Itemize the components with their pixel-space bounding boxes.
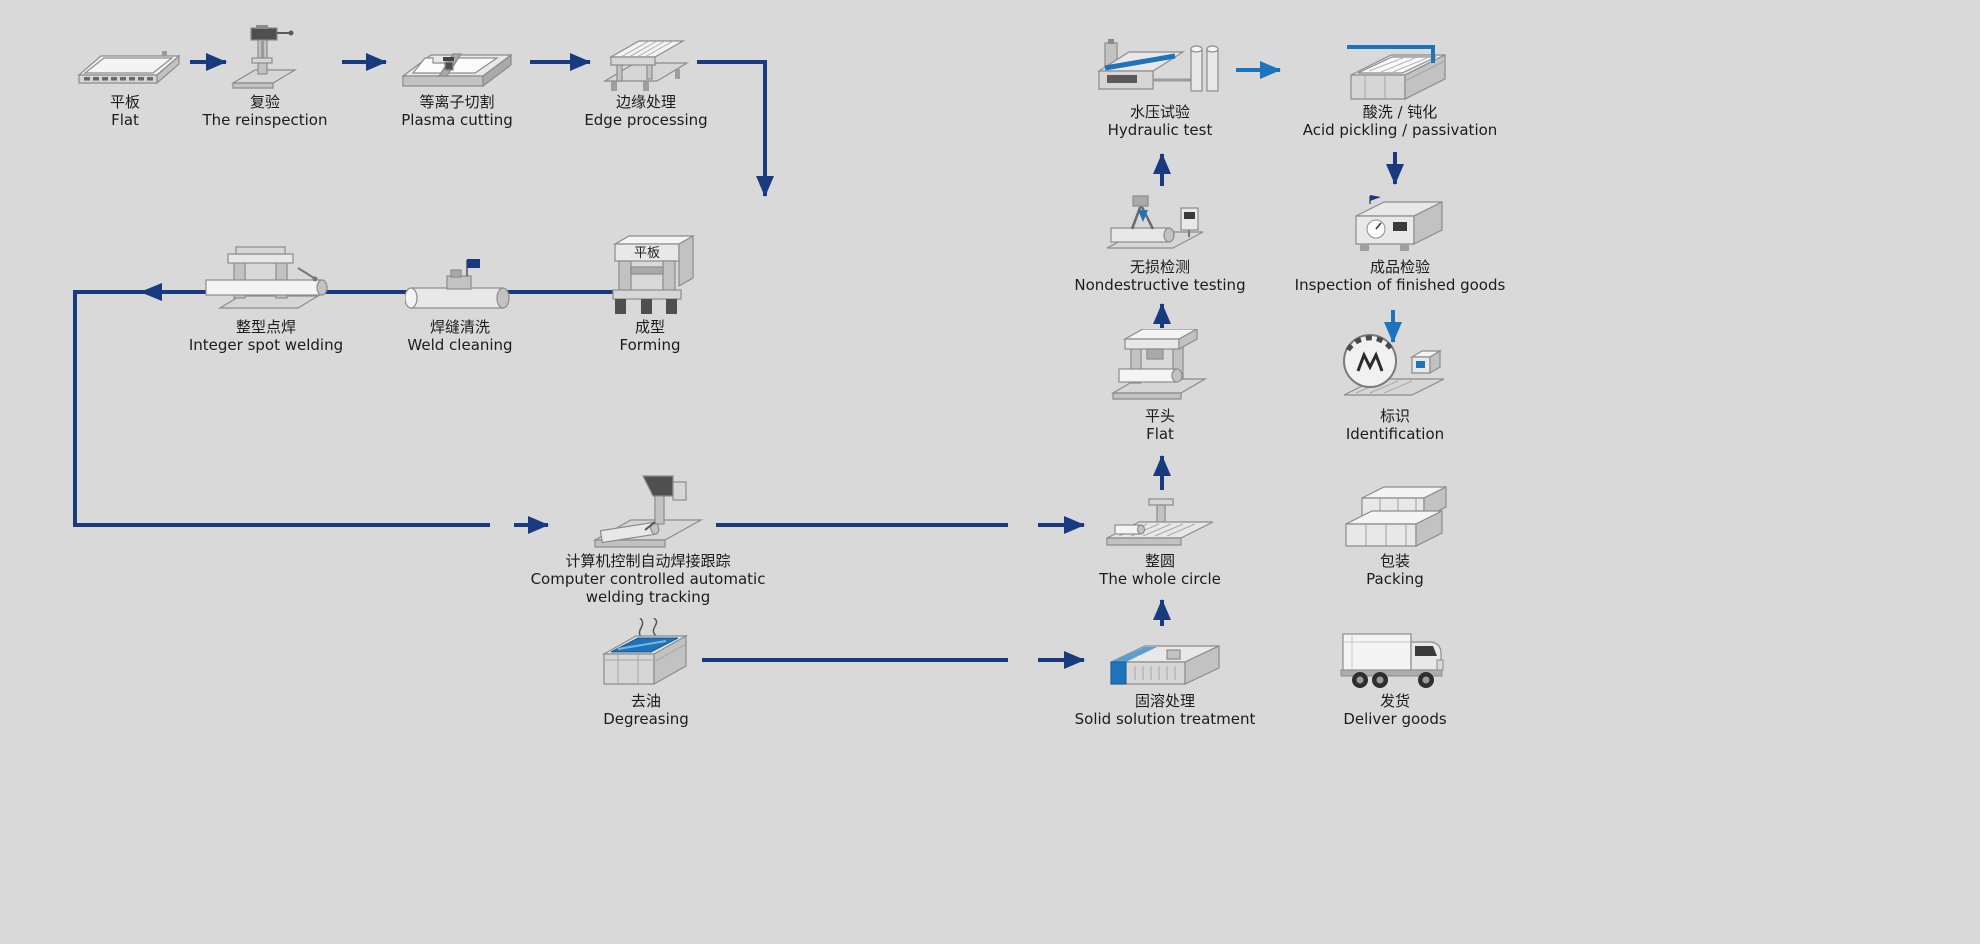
acid-pickling-label-zh: 酸洗 / 钝化 — [1362, 103, 1438, 121]
plasma-cutting-label-zh: 等离子切割 — [419, 93, 495, 111]
plasma-cutting-label-en: Plasma cutting — [401, 111, 513, 129]
reinspection-label-zh: 复验 — [249, 93, 280, 111]
step-hydraulic-test: 水压试验 Hydraulic test — [1040, 32, 1280, 139]
finished-inspection-machine-icon — [1280, 186, 1520, 258]
flat-head-label-zh: 平头 — [1144, 407, 1175, 425]
step-flat-head: 平头 Flat — [1040, 322, 1280, 443]
step-packing: 包装 Packing — [1275, 478, 1515, 588]
step-whole-circle: 整圆 The whole circle — [1040, 488, 1280, 588]
flat-head-label-en: Flat — [1146, 425, 1174, 443]
ndt-scanner-icon — [1040, 186, 1280, 258]
edge-processing-label-en: Edge processing — [584, 111, 708, 129]
hydraulic-test-label-zh: 水压试验 — [1129, 103, 1190, 121]
computer-welding-label-zh: 计算机控制自动焊接跟踪 — [565, 552, 731, 570]
deliver-goods-label-en: Deliver goods — [1343, 710, 1447, 728]
identification-label-zh: 标识 — [1379, 407, 1410, 425]
packing-label-en: Packing — [1366, 570, 1424, 588]
whole-circle-label-en: The whole circle — [1099, 570, 1221, 588]
ndt-label-zh: 无损检测 — [1129, 258, 1190, 276]
solid-solution-label-zh: 固溶处理 — [1134, 692, 1195, 710]
forming-machine-text: 平板 — [633, 246, 659, 261]
step-plasma-cutting: 等离子切割 Plasma cutting — [337, 40, 577, 129]
flat-sheet-icon — [5, 36, 245, 93]
step-identification: 标识 Identification — [1275, 320, 1515, 443]
solid-solution-label-en: Solid solution treatment — [1074, 710, 1256, 728]
step-degreasing: 去油 Degreasing — [526, 612, 766, 728]
packing-label-zh: 包装 — [1379, 552, 1410, 570]
hydraulic-test-machine-icon — [1040, 32, 1280, 103]
flat-sheet-label-zh: 平板 — [109, 93, 140, 111]
delivery-truck-icon — [1275, 612, 1515, 692]
acid-pickling-label-en: Acid pickling / passivation — [1302, 121, 1498, 139]
plasma-cutting-table-icon — [337, 40, 577, 93]
identification-label-en: Identification — [1345, 425, 1445, 443]
flat-head-press-icon — [1040, 322, 1280, 407]
degreasing-tank-icon — [526, 612, 766, 692]
step-edge-processing: 边缘处理 Edge processing — [526, 32, 766, 129]
flat-sheet-label-en: Flat — [111, 111, 139, 129]
hydraulic-test-label-en: Hydraulic test — [1107, 121, 1213, 139]
reinspection-label-en: The reinspection — [202, 111, 328, 129]
step-solid-solution: 固溶处理 Solid solution treatment — [1045, 628, 1285, 728]
step-ndt: 无损检测 Nondestructive testing — [1040, 186, 1280, 294]
solid-solution-furnace-icon — [1045, 628, 1285, 692]
step-deliver-goods: 发货 Deliver goods — [1275, 612, 1515, 728]
step-acid-pickling: 酸洗 / 钝化 Acid pickling / passivation — [1280, 36, 1520, 139]
degreasing-label-zh: 去油 — [630, 692, 661, 710]
finished-inspection-label-zh: 成品检验 — [1369, 258, 1430, 276]
packing-crates-icon — [1275, 478, 1515, 552]
step-forming: 平板 成型 Forming — [530, 230, 770, 354]
finished-inspection-label-en: Inspection of finished goods — [1294, 276, 1506, 294]
forming-press-icon: 平板 — [530, 230, 770, 318]
acid-pickling-tank-icon — [1280, 36, 1520, 103]
edge-processing-label-zh: 边缘处理 — [615, 93, 676, 111]
ndt-label-en: Nondestructive testing — [1074, 276, 1246, 294]
degreasing-label-en: Degreasing — [603, 710, 689, 728]
step-reinspection: 复验 The reinspection — [145, 22, 385, 129]
forming-label-en: Forming — [619, 336, 681, 354]
step-computer-welding: 计算机控制自动焊接跟踪 Computer controlled automati… — [528, 460, 768, 606]
computer-welding-machine-icon — [528, 460, 768, 552]
computer-welding-label-en: Computer controlled automatic welding tr… — [530, 570, 766, 606]
step-finished-inspection: 成品检验 Inspection of finished goods — [1280, 186, 1520, 294]
step-flat-sheet: 平板 Flat — [5, 36, 245, 129]
whole-circle-label-zh: 整圆 — [1144, 552, 1175, 570]
reinspection-machine-icon — [145, 22, 385, 93]
deliver-goods-label-zh: 发货 — [1379, 692, 1410, 710]
forming-label-zh: 成型 — [634, 318, 665, 336]
bottom-white-strip — [0, 944, 1980, 952]
identification-marking-icon — [1275, 320, 1515, 407]
edge-processing-machine-icon — [526, 32, 766, 93]
whole-circle-bed-icon — [1040, 488, 1280, 552]
